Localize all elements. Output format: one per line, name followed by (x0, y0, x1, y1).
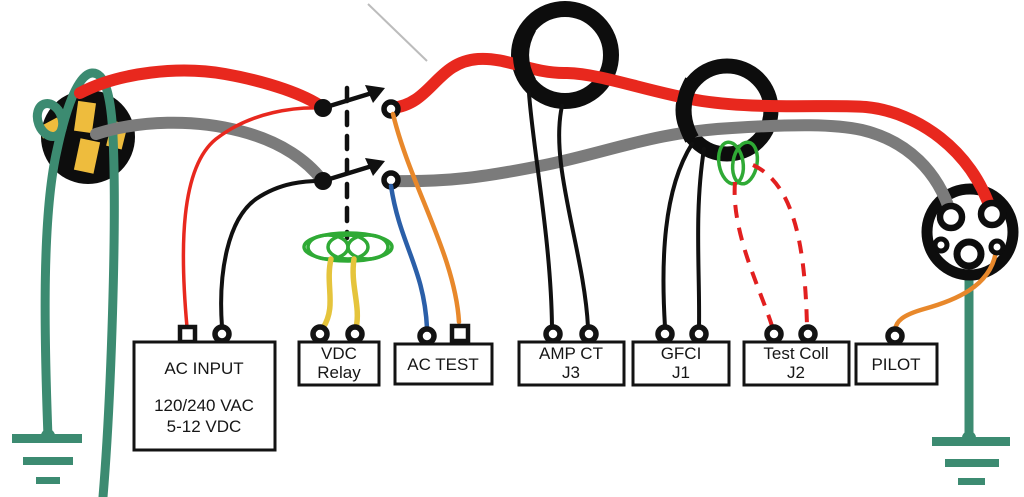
neutral-wire-right (386, 119, 957, 220)
round-terminal (798, 324, 818, 344)
ac-test-label: AC TEST (407, 355, 478, 374)
ac-input-label: AC INPUT (164, 359, 243, 378)
round-terminal (689, 324, 709, 344)
amp-ct-label-1: AMP CT (539, 344, 603, 363)
earth-ground-icon (932, 431, 1010, 485)
round-terminal (310, 324, 330, 344)
gfci-label-2: J1 (672, 363, 690, 382)
artifact-line (367, 3, 428, 62)
test-coil-dashed-wire (752, 163, 809, 327)
square-terminal (177, 324, 198, 345)
amp-ct-wire (557, 104, 590, 329)
vdc-relay-box: VDC Relay (297, 324, 381, 387)
square-terminal (449, 323, 471, 344)
switch-arrow-icon (365, 158, 385, 176)
round-terminal (655, 324, 675, 344)
ac-test-orange-wire (390, 111, 462, 325)
current-transformer-ring-icon (511, 1, 619, 109)
round-terminal (885, 326, 905, 346)
round-terminal (764, 324, 784, 344)
gfci-box: GFCI J1 (631, 324, 731, 387)
vdc-relay-label-2: Relay (317, 363, 361, 382)
relay-coil-wire (320, 256, 334, 331)
gfci-ct-wire (696, 147, 706, 329)
switch-arrow-icon (365, 85, 385, 103)
round-terminal (579, 324, 599, 344)
test-coil-label-2: J2 (787, 363, 805, 382)
test-coil-dashed-wire (732, 181, 774, 327)
ct-ring-front-edge (513, 23, 537, 87)
earth-ground-icon (12, 429, 82, 484)
relay-coil-wire (350, 256, 361, 331)
test-coil-label-1: Test Coll (763, 344, 828, 363)
test-coil-box: Test Coll J2 (742, 324, 851, 387)
ac-test-blue-wire (388, 183, 430, 331)
ac-input-box: AC INPUT 120/240 VAC 5-12 VDC (132, 324, 277, 452)
round-terminal (212, 324, 232, 344)
connector-pins (932, 199, 1007, 270)
relay-contact-switch-icon (314, 85, 401, 241)
test-coil-winding-icon (716, 140, 760, 186)
relay-coil-icon (302, 231, 394, 263)
hot-wire-right (386, 52, 997, 217)
neutral-wire-left (90, 116, 328, 186)
hot-wire-left (74, 64, 328, 113)
ac-input-vdc-label: 5-12 VDC (167, 417, 242, 436)
round-terminal (417, 326, 437, 346)
amp-ct-box: AMP CT J3 (517, 324, 626, 387)
ct-ring-front-edge (676, 77, 699, 143)
round-terminal (345, 324, 365, 344)
ground-wire-left (40, 68, 119, 497)
ac-input-vac-label: 120/240 VAC (154, 396, 254, 415)
gfci-ct-wire (661, 142, 694, 329)
ac-test-box: AC TEST (393, 323, 494, 386)
round-terminal (543, 324, 563, 344)
ac-input-hot-feed-wire (181, 106, 323, 329)
ac-input-neutral-feed-wire (219, 179, 323, 329)
pilot-wire (892, 248, 999, 333)
ground-wire-loop (32, 99, 68, 141)
pilot-box: PILOT (854, 326, 939, 386)
vdc-relay-label-1: VDC (321, 344, 357, 363)
amp-ct-wire (527, 91, 554, 329)
pilot-label: PILOT (871, 355, 920, 374)
gfci-label-1: GFCI (661, 344, 702, 363)
amp-ct-label-2: J3 (562, 363, 580, 382)
